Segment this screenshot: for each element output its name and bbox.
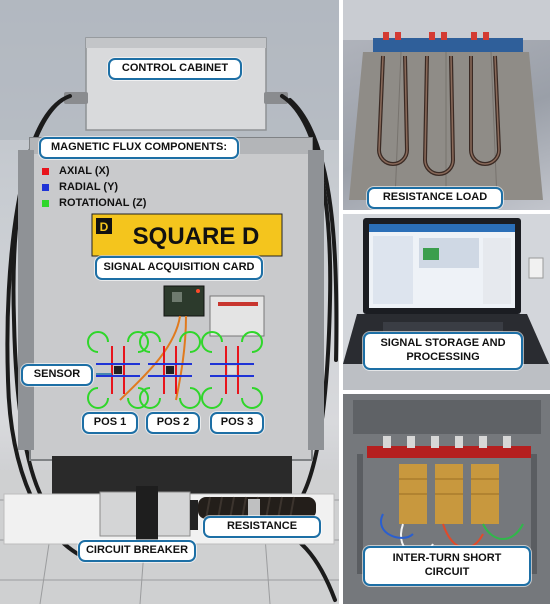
- resistance-load-panel: RESISTANCE LOAD: [343, 0, 550, 210]
- resistance-load-photo: [343, 0, 550, 201]
- label-magnetic-flux: MAGNETIC FLUX COMPONENTS:: [39, 137, 239, 159]
- brand-name: SQUARE D: [133, 223, 260, 250]
- legend-swatch-axial: [42, 167, 49, 175]
- legend-item-rotational: ROTATIONAL (Z): [42, 197, 146, 209]
- transformer-photo: D SQUARE D: [0, 0, 339, 604]
- legend-label-radial: RADIAL (Y): [59, 181, 119, 193]
- legend-item-radial: RADIAL (Y): [42, 181, 118, 193]
- label-circuit-breaker: CIRCUIT BREAKER: [78, 540, 196, 562]
- label-control-cabinet: CONTROL CABINET: [108, 58, 242, 80]
- label-signal-storage: SIGNAL STORAGE AND PROCESSING: [363, 332, 523, 370]
- transformer-photo-panel: D SQUARE D: [0, 0, 339, 604]
- legend-label-axial: AXIAL (X): [59, 165, 110, 177]
- label-resistance-load: RESISTANCE LOAD: [367, 187, 503, 209]
- legend-item-axial: AXIAL (X): [42, 165, 110, 177]
- label-inter-turn: INTER-TURN SHORT CIRCUIT: [363, 546, 531, 586]
- sensor-glyph-pos3: [201, 331, 263, 409]
- label-pos1: POS 1: [82, 412, 138, 434]
- legend-swatch-radial: [42, 183, 49, 191]
- sensor-glyph-pos2: [139, 331, 201, 409]
- legend-swatch-rotational: [42, 199, 49, 207]
- inter-turn-panel: INTER-TURN SHORT CIRCUIT: [343, 394, 550, 604]
- label-pos3: POS 3: [210, 412, 264, 434]
- legend-label-rotational: ROTATIONAL (Z): [59, 197, 147, 209]
- brand-logo-letter: D: [100, 220, 109, 234]
- laptop-panel: SIGNAL STORAGE AND PROCESSING: [343, 214, 550, 390]
- label-resistance: RESISTANCE: [203, 516, 321, 538]
- sensor-glyph-pos1: [87, 331, 149, 409]
- label-pos2: POS 2: [146, 412, 200, 434]
- label-sensor: SENSOR: [21, 364, 93, 386]
- label-signal-acquisition: SIGNAL ACQUISITION CARD: [95, 256, 263, 280]
